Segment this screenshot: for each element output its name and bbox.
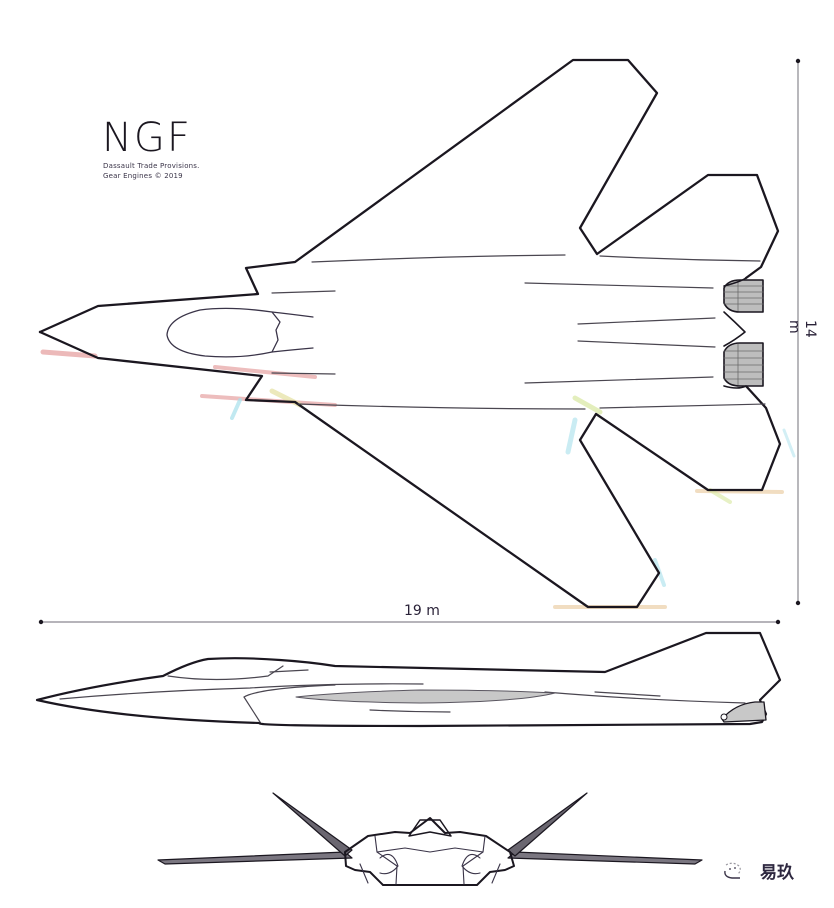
front-view-tail-left: [272, 792, 353, 857]
front-view-fuselage: [344, 817, 515, 886]
front-view-wing-left: [157, 851, 353, 865]
top-view-outline-upper: [38, 58, 780, 334]
canopy-outline: [166, 307, 281, 358]
dimension-lines: [40, 60, 799, 623]
watermark: 易玖: [720, 858, 794, 883]
credit-line-2: Gear Engines © 2019: [103, 172, 183, 180]
engine-nozzle-lower: [723, 342, 764, 389]
credit-line-1: Dassault Trade Provisions.: [103, 162, 200, 170]
side-view: [35, 631, 782, 728]
front-view-wing-right: [507, 851, 703, 865]
watermark-text: 易玖: [760, 863, 794, 882]
top-view-outline-lower: [38, 330, 782, 609]
length-dimension-label: 19 m: [404, 603, 440, 619]
color-artifacts: [40, 349, 796, 609]
side-view-weapons-bay: [295, 689, 556, 704]
top-view: [38, 58, 782, 609]
diagram-title: NGF: [102, 115, 192, 161]
side-view-nozzle: [721, 701, 767, 723]
dimension-endpoints: [38, 58, 801, 625]
front-view-canopy: [408, 819, 452, 837]
side-view-outline: [35, 631, 782, 728]
top-view-body-lines: [271, 254, 766, 410]
chat-bubble-icon: [724, 862, 741, 879]
span-dimension-label: 14 m: [786, 320, 818, 338]
front-view: [157, 792, 703, 886]
engine-nozzle-upper: [723, 277, 764, 347]
front-view-tail-right: [507, 792, 588, 857]
